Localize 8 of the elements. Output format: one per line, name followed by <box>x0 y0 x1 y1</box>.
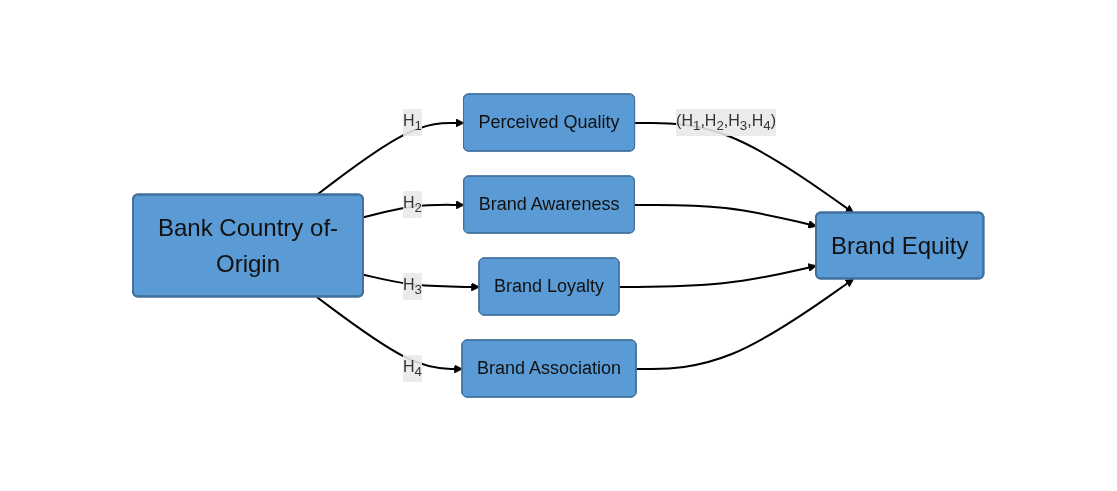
edge-label: H$_{4}$ <box>403 357 423 380</box>
edge-label: H$_{3}$ <box>403 275 423 298</box>
arrow <box>316 296 464 374</box>
arrow <box>635 278 855 370</box>
arrow <box>316 118 465 196</box>
edge-label: H$_{2}$ <box>403 193 423 216</box>
edge-label: H$_{1}$ <box>403 111 423 134</box>
edge-label: (H$_{1}$,H$_{2}$,H$_{3}$,H$_{4}$) <box>676 111 777 134</box>
